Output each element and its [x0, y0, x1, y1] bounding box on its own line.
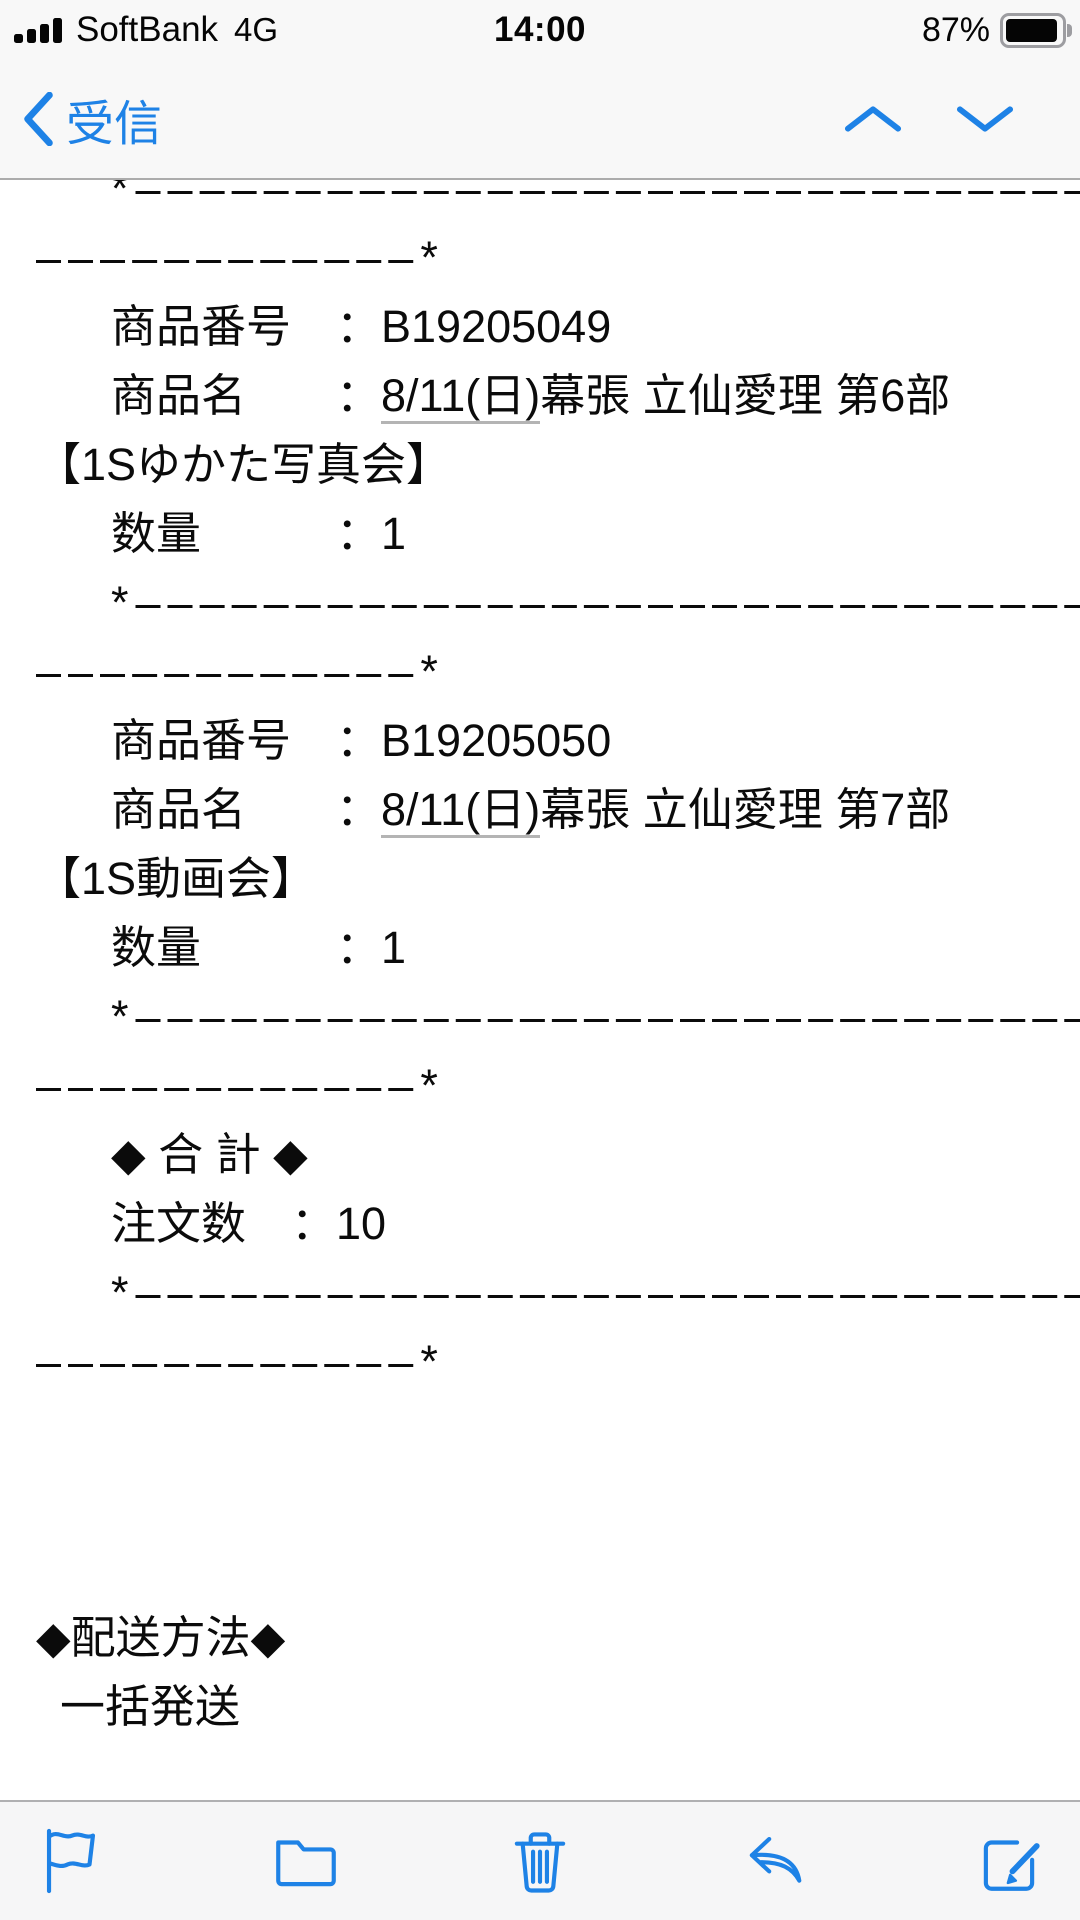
clock-label: 14:00: [493, 10, 587, 49]
delete-button[interactable]: [503, 1824, 577, 1898]
body-text: 数量 ：1: [111, 922, 407, 973]
body-line: ––––––––––––*: [36, 223, 1052, 292]
body-line: 商品番号 ：B19205050: [36, 706, 1052, 775]
body-line: 商品名 ：8/11(日)幕張 立仙愛理 第6部: [36, 361, 1052, 430]
signal-strength-icon: [14, 17, 62, 43]
body-text: 商品名 ：: [111, 784, 382, 835]
body-line: ◆ 合 計 ◆: [36, 1120, 1052, 1189]
body-text: 一括発送: [60, 1681, 241, 1732]
body-line: 数量 ：1: [36, 913, 1052, 982]
body-line: 数量 ：1: [36, 499, 1052, 568]
body-line: 注文数 ：10: [36, 1189, 1052, 1258]
move-to-folder-button[interactable]: [269, 1824, 343, 1898]
body-line: ––––––––––––*: [36, 1327, 1052, 1396]
body-line: 商品名 ：8/11(日)幕張 立仙愛理 第7部: [36, 775, 1052, 844]
chevron-up-icon: [844, 106, 902, 132]
body-text: ◆ 合 計 ◆: [111, 1129, 308, 1180]
mail-toolbar: [0, 1800, 1080, 1920]
body-line: [36, 1534, 1052, 1603]
body-line: 一括発送: [36, 1672, 1052, 1741]
date-link[interactable]: 8/11(日): [381, 784, 541, 838]
body-line: [36, 1396, 1052, 1465]
body-text: 幕張 立仙愛理 第7部: [540, 784, 951, 835]
network-type-label: 4G: [234, 11, 279, 48]
status-left: SoftBank 4G: [0, 10, 278, 50]
body-text: *–––––––––––––––––––––––––––––––: [111, 180, 1080, 214]
previous-message-button[interactable]: [844, 104, 902, 134]
reply-icon: [749, 1836, 801, 1883]
date-link[interactable]: 8/11(日): [381, 370, 541, 424]
body-text: 数量 ：1: [111, 508, 407, 559]
body-text: [36, 1474, 49, 1525]
compose-button[interactable]: [972, 1824, 1046, 1898]
body-line: *–––––––––––––––––––––––––––––––: [36, 1258, 1080, 1327]
back-label: 受信: [66, 98, 163, 151]
chevron-down-icon: [956, 106, 1014, 132]
email-body: *––––––––––––––––––––––––––––––– ––––––––…: [0, 180, 1080, 1800]
reply-button[interactable]: [738, 1824, 812, 1898]
carrier-label: SoftBank: [76, 10, 219, 49]
body-text: *–––––––––––––––––––––––––––––––: [111, 991, 1080, 1042]
body-text: ––––––––––––*: [36, 646, 445, 697]
body-line: [36, 1465, 1052, 1534]
body-text: [36, 1405, 49, 1456]
body-line: 商品番号 ：B19205049: [36, 292, 1052, 361]
body-text: [36, 1543, 49, 1594]
body-text: ––––––––––––*: [36, 1060, 445, 1111]
compose-icon: [983, 1840, 1040, 1891]
body-text: 商品番号 ：B19205050: [111, 715, 612, 766]
next-message-button[interactable]: [956, 104, 1014, 134]
chevron-left-icon: [24, 92, 53, 146]
body-line: ––––––––––––*: [36, 637, 1052, 706]
body-text: 【1S動画会】: [36, 853, 317, 904]
body-text: ◆配送方法◆: [36, 1612, 286, 1663]
body-line: 【1S動画会】: [36, 844, 1052, 913]
status-bar: SoftBank 4G 14:00 87%: [0, 0, 1080, 60]
folder-icon: [275, 1840, 336, 1887]
body-text: ––––––––––––*: [36, 1336, 445, 1387]
body-text: 商品番号 ：B19205049: [111, 301, 612, 352]
body-line: ––––––––––––*: [36, 1051, 1052, 1120]
trash-icon: [514, 1832, 566, 1893]
body-line: *–––––––––––––––––––––––––––––––: [36, 180, 1080, 223]
body-line: ◆配送方法◆: [36, 1603, 1052, 1672]
back-to-inbox-button[interactable]: 受信: [22, 84, 162, 154]
body-line: *–––––––––––––––––––––––––––––––: [36, 982, 1080, 1051]
body-text: 幕張 立仙愛理 第6部: [540, 370, 951, 421]
body-line: *–––––––––––––––––––––––––––––––: [36, 568, 1080, 637]
battery-percent-label: 87%: [921, 10, 990, 49]
body-text: 【1Sゆかた写真会】: [36, 439, 452, 490]
body-text: 注文数 ：10: [111, 1198, 387, 1249]
flag-button[interactable]: [34, 1824, 108, 1898]
body-text: 商品名 ：: [111, 370, 382, 421]
body-text: *–––––––––––––––––––––––––––––––: [111, 577, 1080, 628]
battery-icon: [1000, 12, 1072, 48]
flag-icon: [46, 1828, 96, 1894]
body-text: *–––––––––––––––––––––––––––––––: [111, 1267, 1080, 1318]
mail-nav-bar: 受信: [0, 60, 1080, 178]
body-text: ––––––––––––*: [36, 232, 445, 283]
top-chrome: SoftBank 4G 14:00 87% 受信: [0, 0, 1080, 180]
message-nav-arrows: [844, 104, 1014, 134]
body-line: 【1Sゆかた写真会】: [36, 430, 1052, 499]
status-right: 87%: [921, 0, 1072, 60]
